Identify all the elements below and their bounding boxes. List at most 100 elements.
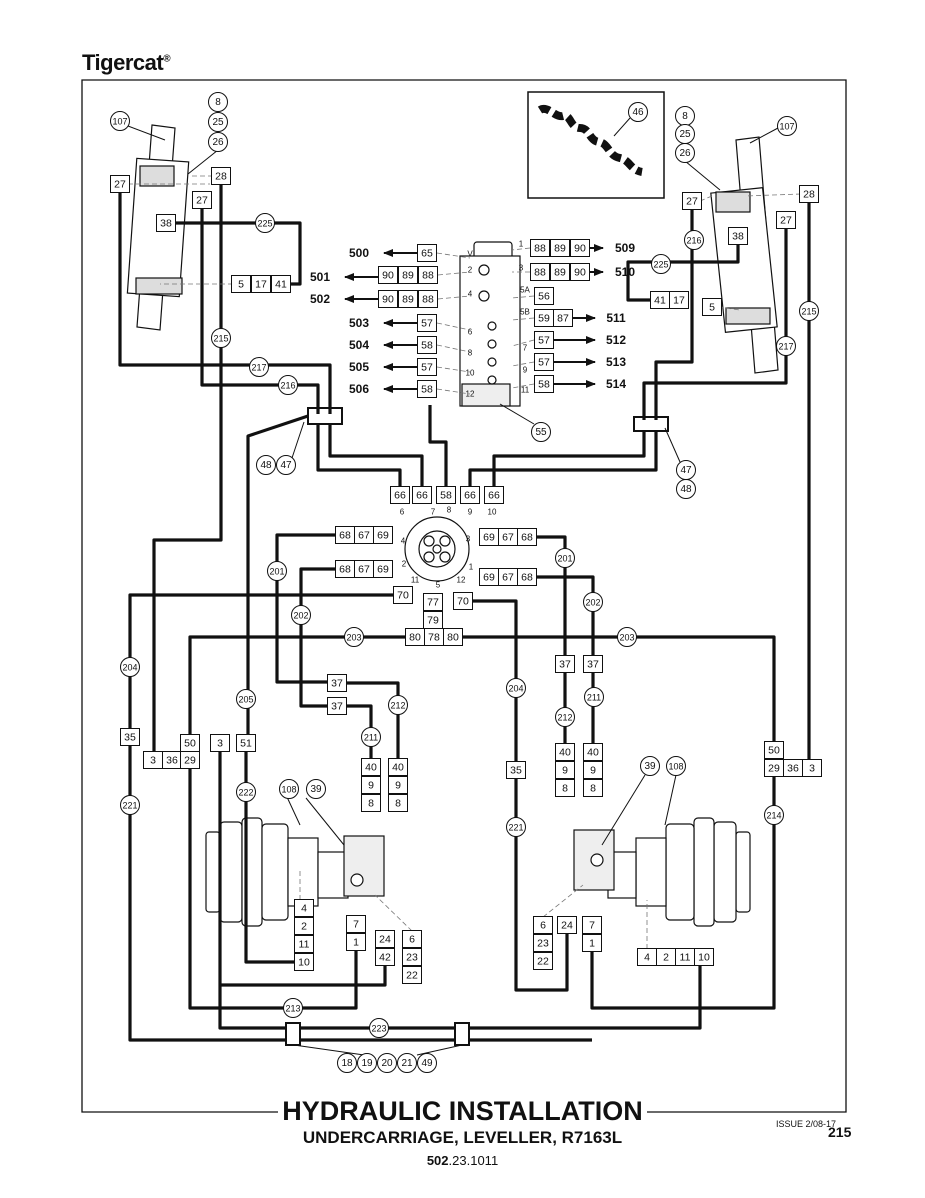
callout-bubble-label: 46 [632,107,644,118]
callout-box-label: 23 [537,938,549,950]
callout-box-label: 70 [397,590,409,602]
callout-box: 1 [346,933,366,951]
callout-bubble: 39 [306,779,326,799]
callout-box-frame [530,263,550,281]
callout-box-frame [120,728,140,746]
callout-box-label: 9 [368,780,374,792]
callout-box: 35 [506,761,526,779]
callout-bubble-label: 108 [281,785,296,795]
callout-box: 67 [354,526,374,544]
callout-bubble: 202 [291,605,311,625]
callout-box-label: 29 [768,763,780,775]
part-number-rest: .23.1011 [448,1153,499,1168]
port-marker: 2 [468,266,473,275]
callout-bubble-ring [120,657,140,677]
callout-box-frame [555,761,575,779]
callout-box-frame [192,191,212,209]
callout-box-label: 1 [353,937,359,949]
callout-box-frame [453,592,473,610]
port-label-left: 502 [310,292,330,306]
callout-box-label: 90 [382,294,394,306]
callout-box-label: 58 [421,384,433,396]
callout-bubble: 107 [110,111,130,131]
callout-box: 69 [373,560,393,578]
port-label-left: 504 [349,338,369,352]
callout-box-label: 10 [298,957,310,969]
callout-bubble-ring [236,782,256,802]
callout-box-frame [802,759,822,777]
callout-box-label: 40 [559,747,571,759]
callout-box-label: 69 [483,532,495,544]
callout-box-label: 57 [538,357,550,369]
port-marker: 6 [468,328,473,337]
callout-bubble-ring [267,561,287,581]
callout-bubble-ring [120,795,140,815]
callout-bubble-ring [764,805,784,825]
callout-bubble: 201 [555,548,575,568]
callout-box: 40 [361,758,381,776]
callout-box-frame [180,751,200,769]
callout-box-frame [294,953,314,971]
callout-box-label: 22 [406,970,418,982]
issue-date: ISSUE 2/08-17 [776,1119,837,1129]
callout-box: 58 [417,380,437,398]
callout-bubble-label: 20 [381,1058,393,1069]
callout-bubble: 25 [208,112,228,132]
callout-box: 17 [251,275,271,293]
callout-bubble: 48 [256,455,276,475]
callout-bubble-label: 225 [653,260,668,270]
port-marker: 5B [520,308,530,317]
callout-box-frame [231,275,251,293]
callout-box-label: 2 [301,921,307,933]
callout-box-frame [694,948,714,966]
callout-box: 40 [388,758,408,776]
callout-box-frame [210,734,230,752]
page-frame [81,79,847,1113]
callout-bubble: 108 [279,779,299,799]
callout-box-label: 41 [275,279,287,291]
callout-bubble-ring [617,627,637,647]
callout-bubble-label: 21 [401,1058,413,1069]
callout-box-frame [398,290,418,308]
callout-box-label: 90 [574,267,586,279]
callout-box-label: 4 [644,952,650,964]
callout-bubble-label: 49 [421,1058,433,1069]
callout-bubble-label: 203 [346,633,361,643]
callout-box-label: 17 [255,279,267,291]
callout-box-frame [534,287,554,305]
callout-box: 37 [327,697,347,715]
callout-box-label: 57 [538,335,550,347]
callout-bubble: 216 [684,230,704,250]
callout-bubble-ring [417,1053,437,1073]
callout-box-label: 40 [365,762,377,774]
callout-box-frame [534,331,554,349]
callout-box-label: 51 [240,738,252,750]
callout-box: 5 [702,298,722,316]
callout-box-label: 68 [339,530,351,542]
callout-box-label: 37 [587,659,599,671]
callout-bubble-label: 216 [686,236,701,246]
callout-box-label: 56 [538,291,550,303]
callout-bubble: 20 [377,1053,397,1073]
callout-box-frame [764,741,784,759]
part-number: 502.23.1011 [0,1153,925,1168]
callout-box: 58 [534,375,554,393]
callout-box-label: 66 [394,490,406,502]
callout-box-frame [534,375,554,393]
callout-box: 23 [533,934,553,952]
callout-bubble: 214 [764,805,784,825]
callout-box-frame [294,935,314,953]
callout-box-label: 69 [377,564,389,576]
callout-box-frame [373,526,393,544]
callout-bubble: 204 [506,678,526,698]
callout-box-label: 3 [150,755,156,767]
port-marker: 11 [521,386,530,395]
callout-bubble: 223 [369,1018,389,1038]
callout-bubble-label: 26 [679,148,691,159]
callout-box-label: 36 [166,755,178,767]
callout-box-label: 68 [521,572,533,584]
callout-box: 3 [802,759,822,777]
callout-box-label: 38 [160,218,172,230]
callout-box: 35 [120,728,140,746]
callout-box: 24 [375,930,395,948]
